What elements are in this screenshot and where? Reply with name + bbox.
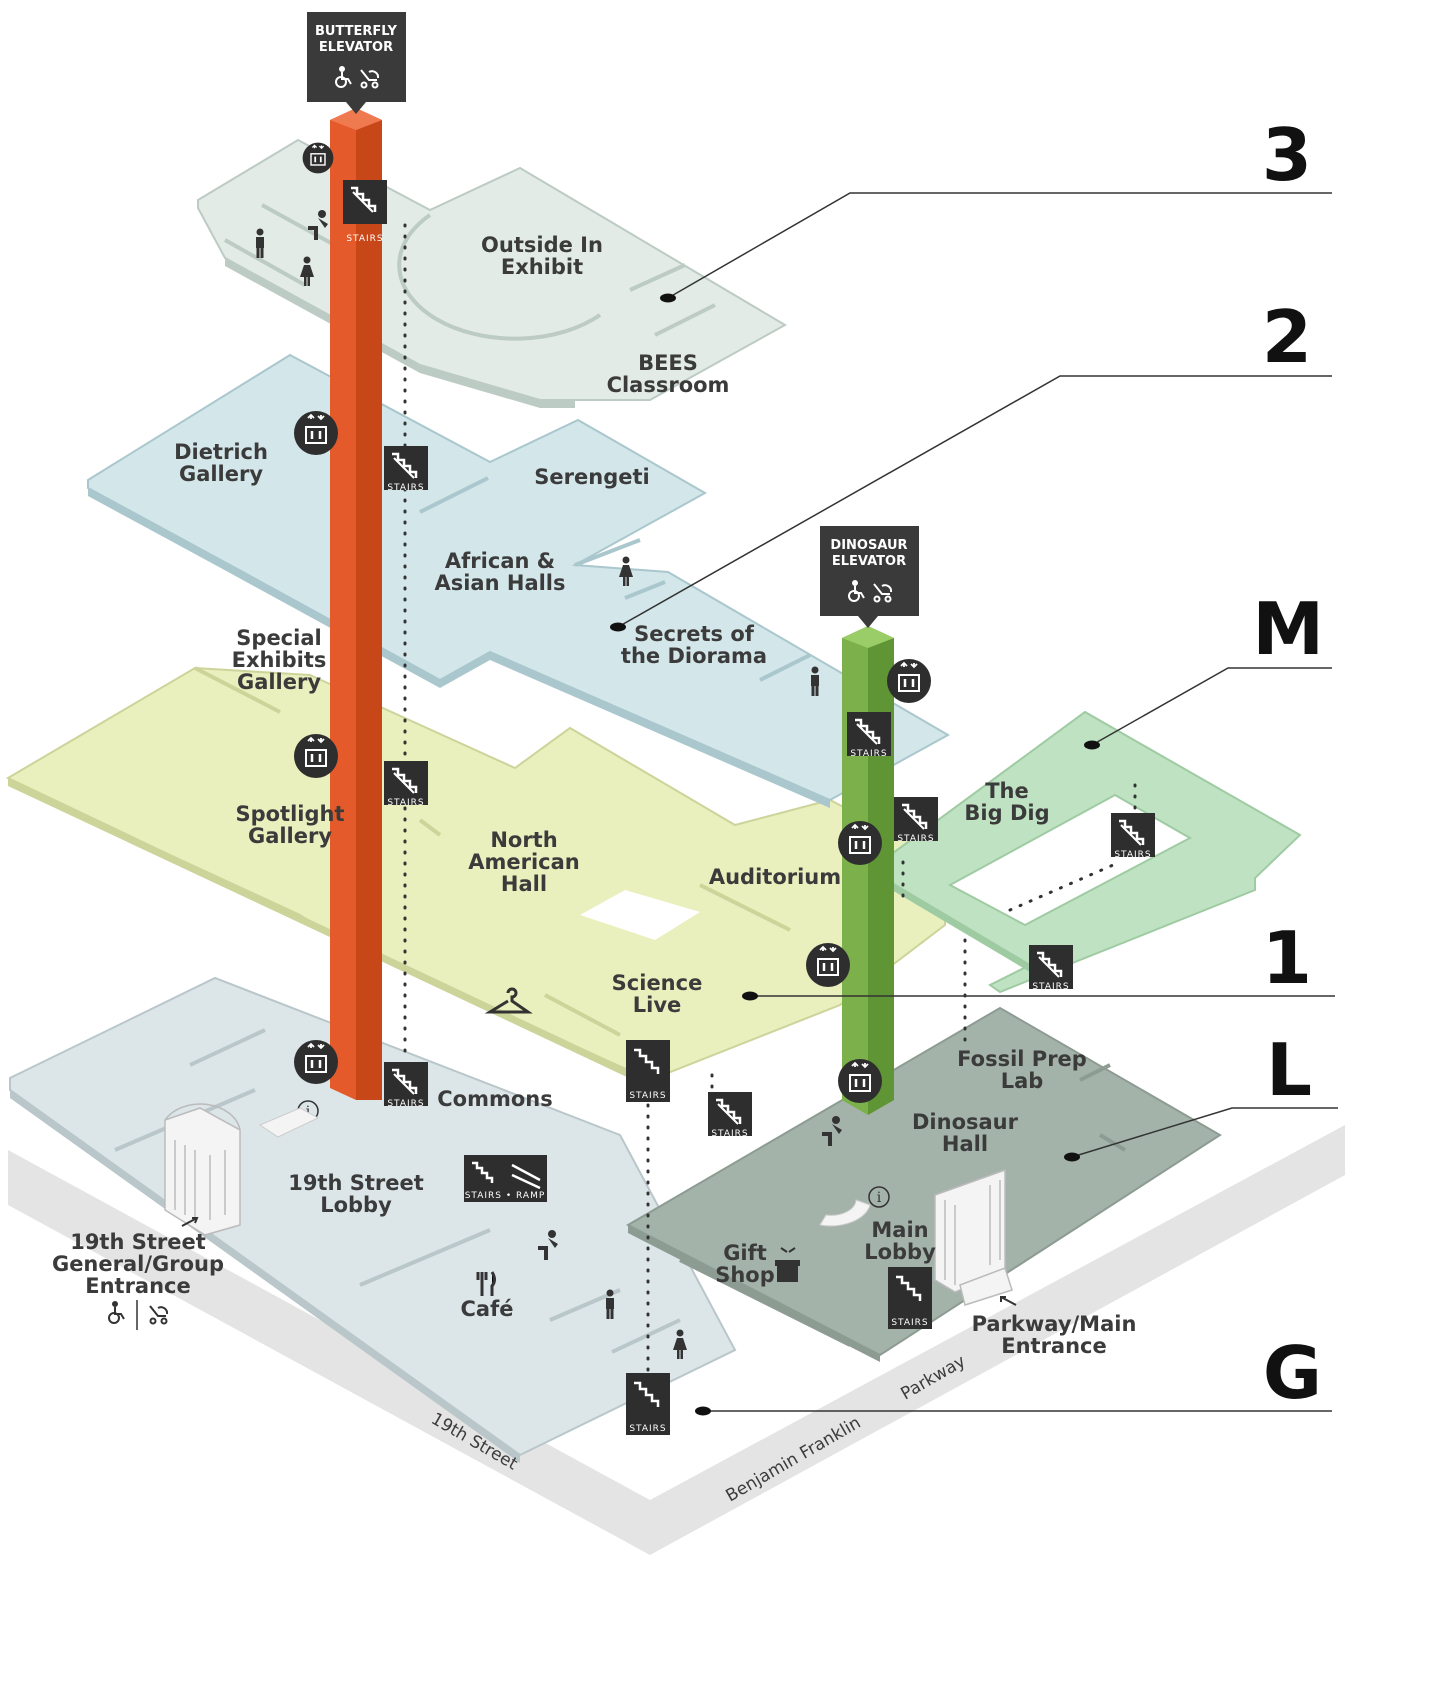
stroller-icon xyxy=(149,1305,169,1325)
dinosaur-elevator-line2: ELEVATOR xyxy=(832,554,906,569)
svg-text:STAIRS: STAIRS xyxy=(1114,850,1151,860)
svg-text:STAIRS: STAIRS xyxy=(850,749,887,759)
dinosaur-elevator-line1: DINOSAUR xyxy=(830,538,907,553)
info-icon[interactable]: i xyxy=(868,1186,890,1208)
gift-icon xyxy=(775,1247,800,1282)
room-auditorium[interactable]: Auditorium xyxy=(709,865,841,889)
mezzanine-floor-plate xyxy=(868,710,1302,994)
svg-text:STAIRS • RAMP: STAIRS • RAMP xyxy=(465,1191,546,1201)
entrance-arrow xyxy=(181,1217,199,1227)
level-2 xyxy=(87,353,951,808)
accessible-icon xyxy=(108,1301,125,1324)
room-african-asian-halls[interactable]: African &Asian Halls xyxy=(434,549,565,595)
svg-text:i: i xyxy=(877,1190,882,1206)
stairs-ramp-icon[interactable]: STAIRS • RAMP xyxy=(464,1155,547,1202)
elevator-icon[interactable] xyxy=(836,1057,884,1105)
stairs-icon[interactable]: STAIRS xyxy=(1027,943,1075,992)
room-commons[interactable]: Commons xyxy=(437,1087,552,1111)
elevator-icon[interactable] xyxy=(885,657,933,705)
main-lobby-desk xyxy=(819,1199,871,1227)
level-label-l: L xyxy=(1266,1028,1312,1112)
ground-floor-edge xyxy=(10,1090,520,1463)
entrance-arrow xyxy=(1000,1296,1017,1306)
elevator-icon[interactable] xyxy=(292,732,340,780)
accessible-icon xyxy=(848,580,865,602)
svg-text:STAIRS: STAIRS xyxy=(387,798,424,808)
dinosaur-elevator-tag[interactable]: DINOSAUR ELEVATOR xyxy=(820,526,919,628)
coat-check-icon xyxy=(484,987,533,1014)
level-mezzanine xyxy=(868,710,1302,994)
stairs-icon[interactable]: STAIRS xyxy=(382,1060,430,1109)
elevator-icon[interactable] xyxy=(292,1038,340,1086)
butterfly-elevator-shaft[interactable] xyxy=(330,108,382,1100)
street-band xyxy=(8,1125,1345,1555)
svg-text:STAIRS: STAIRS xyxy=(711,1129,748,1139)
room-serengeti[interactable]: Serengeti xyxy=(534,465,649,489)
svg-text:i: i xyxy=(306,1104,311,1120)
stairs-icon[interactable]: STAIRS xyxy=(706,1090,754,1139)
info-desk xyxy=(258,1107,320,1138)
svg-text:STAIRS: STAIRS xyxy=(387,1099,424,1109)
stairs-icon[interactable]: STAIRS xyxy=(892,795,940,844)
stroller-icon xyxy=(873,583,893,603)
elevator-icon[interactable] xyxy=(301,141,335,175)
stairs-icon[interactable]: STAIRS xyxy=(845,710,893,759)
svg-text:STAIRS: STAIRS xyxy=(891,1318,928,1328)
accessible-icon xyxy=(335,66,352,88)
elevator-icon[interactable] xyxy=(836,819,884,867)
stroller-icon xyxy=(360,69,380,89)
stair-connectors xyxy=(403,223,1137,1382)
elevator-icon[interactable] xyxy=(292,409,340,457)
svg-text:STAIRS: STAIRS xyxy=(387,483,424,493)
stairs-icon[interactable]: STAIRS xyxy=(626,1373,670,1435)
stairs-icon[interactable]: STAIRS xyxy=(1109,811,1157,860)
stairs-icon[interactable]: STAIRS xyxy=(624,1038,672,1102)
parkway-entrance-building xyxy=(934,1168,1013,1306)
butterfly-elevator-line1: BUTTERFLY xyxy=(315,24,398,39)
butterfly-elevator-line2: ELEVATOR xyxy=(319,40,393,55)
level-label-1: 1 xyxy=(1262,916,1312,1000)
stairs-icon[interactable]: STAIRS xyxy=(888,1267,932,1329)
svg-text:STAIRS: STAIRS xyxy=(897,834,934,844)
stairs-icon[interactable]: STAIRS xyxy=(382,444,430,493)
stairs-icon[interactable]: STAIRS xyxy=(341,178,389,244)
level-label-2: 2 xyxy=(1262,295,1312,379)
elevator-icon[interactable] xyxy=(804,941,852,989)
callout-dots xyxy=(610,293,1100,1416)
19th-street-entrance-building xyxy=(164,1103,241,1236)
svg-text:STAIRS: STAIRS xyxy=(346,234,383,244)
svg-text:STAIRS: STAIRS xyxy=(1032,982,1069,992)
butterfly-elevator-tag[interactable]: BUTTERFLY ELEVATOR xyxy=(307,12,406,114)
level-callouts xyxy=(617,192,1338,1412)
svg-text:STAIRS: STAIRS xyxy=(629,1091,666,1101)
level-label-3: 3 xyxy=(1262,113,1312,197)
level-ground xyxy=(9,976,737,1463)
cafe-icon xyxy=(476,1271,496,1296)
svg-text:STAIRS: STAIRS xyxy=(629,1424,666,1434)
level-label-g: G xyxy=(1263,1331,1322,1415)
stairs-icon[interactable]: STAIRS xyxy=(382,759,430,808)
level-label-m: M xyxy=(1252,587,1324,671)
dinosaur-elevator-shaft[interactable] xyxy=(842,626,894,1115)
room-cafe[interactable]: Café xyxy=(461,1297,514,1321)
